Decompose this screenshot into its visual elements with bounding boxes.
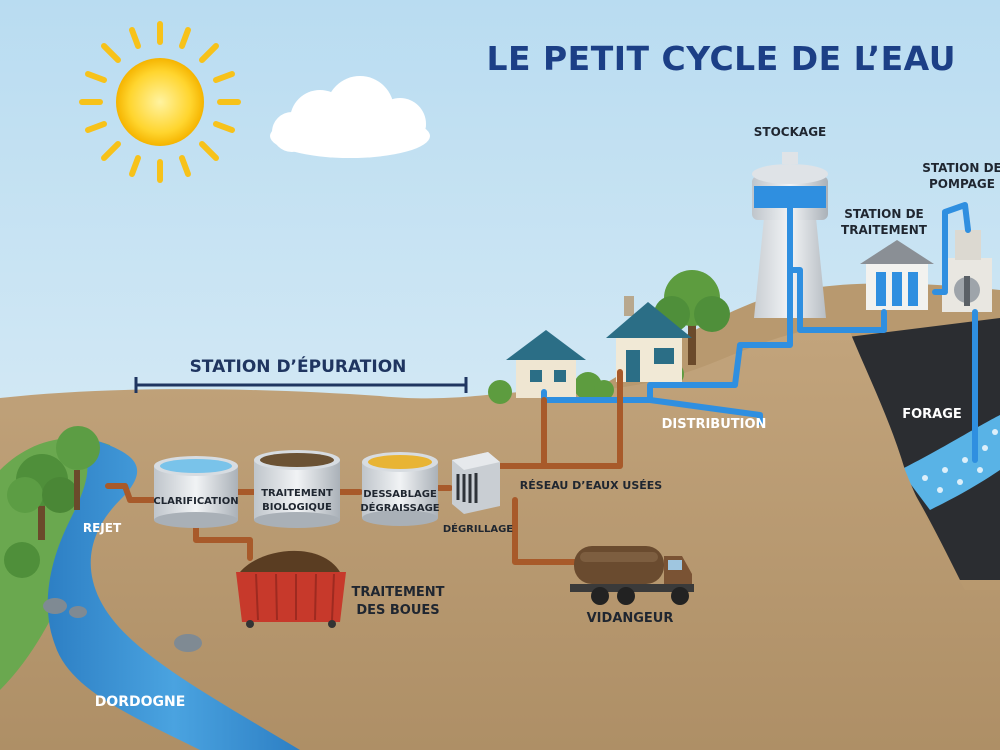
label-traitement-biologique-line1: TRAITEMENT	[261, 488, 333, 499]
sun-icon	[79, 21, 241, 183]
cloud-icon	[270, 76, 430, 158]
house-icon	[606, 296, 692, 382]
label-dessablage-line1: DESSABLAGE	[363, 489, 437, 500]
label-distribution: DISTRIBUTION	[662, 417, 767, 432]
treatment-station	[860, 240, 934, 310]
label-station-epuration: STATION D’ÉPURATION	[190, 355, 407, 377]
label-station-traitement-line1: STATION DE	[844, 207, 923, 221]
dordogne-river	[47, 440, 301, 750]
label-vidangeur: VIDANGEUR	[587, 611, 674, 626]
ground	[0, 328, 1000, 750]
tanker-truck-icon	[570, 546, 694, 605]
clean-water-pipes	[541, 197, 978, 463]
epuration-bracket	[134, 377, 468, 393]
clarification-tank	[154, 456, 238, 528]
label-traitement-boues-line2: DES BOUES	[356, 603, 439, 618]
screening-unit	[452, 452, 500, 514]
label-forage: FORAGE	[902, 407, 962, 422]
page-title: LE PETIT CYCLE DE L’EAU	[486, 39, 956, 78]
label-clarification: CLARIFICATION	[153, 496, 238, 507]
rock-section	[840, 318, 1000, 580]
waste-water-pipes	[105, 369, 623, 565]
label-dessablage-line2: DÉGRAISSAGE	[360, 501, 439, 514]
label-traitement-biologique-line2: BIOLOGIQUE	[262, 502, 332, 513]
label-traitement-boues-line1: TRAITEMENT	[351, 585, 444, 600]
label-station-pompage-line2: POMPAGE	[929, 177, 995, 191]
aquifer-drops	[922, 429, 998, 493]
tree-icon	[654, 270, 730, 365]
biological-tank	[254, 450, 340, 528]
grit-grease-tank	[362, 452, 438, 526]
label-station-traitement-line2: TRAITEMENT	[841, 223, 928, 237]
sludge-skip	[236, 550, 346, 628]
tree-icon	[4, 426, 100, 578]
label-rejet: REJET	[83, 521, 122, 535]
label-station-pompage-line1: STATION DE	[922, 161, 1000, 175]
river-stones	[43, 598, 202, 652]
label-stockage: STOCKAGE	[754, 125, 826, 139]
house-icon	[506, 330, 586, 398]
label-degrillage: DÉGRILLAGE	[443, 522, 513, 535]
pumping-station	[942, 230, 992, 312]
label-reseau-eaux-usees: RÉSEAU D’EAUX USÉES	[520, 479, 662, 492]
label-dordogne: DORDOGNE	[95, 694, 186, 710]
